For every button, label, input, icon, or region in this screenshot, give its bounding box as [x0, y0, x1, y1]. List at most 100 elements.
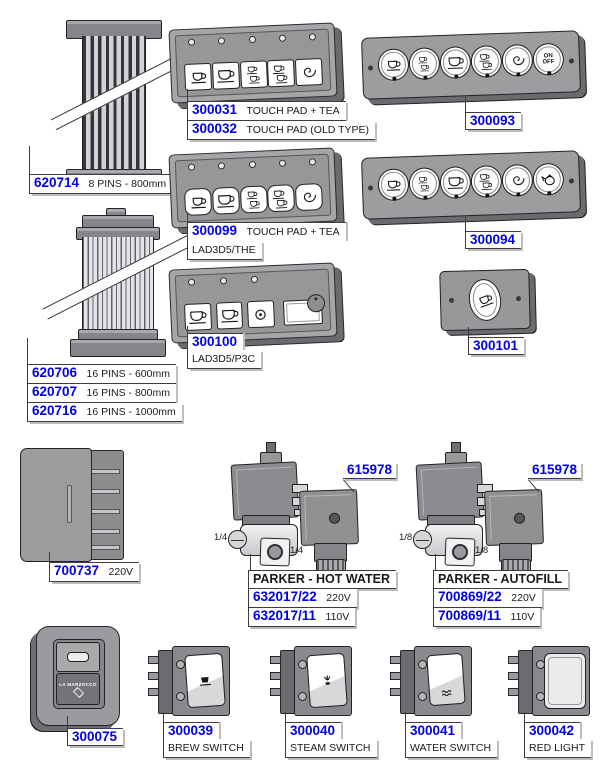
rocker-top [56, 642, 100, 672]
one-cup-button [465, 276, 505, 324]
led-dot [278, 159, 286, 167]
part-link-615978[interactable]: 615978 [528, 462, 582, 479]
part-desc-620706: 16 PINS - 600mm [86, 368, 170, 380]
part-link-632017-22[interactable]: 632017/22 [253, 589, 317, 604]
led-dot [187, 38, 196, 46]
switch-recess: LA MARZOCCO [53, 639, 105, 709]
led-dot [250, 275, 259, 284]
water-switch-drawing [390, 640, 472, 718]
light-lens [544, 653, 586, 709]
two-cups-icon [239, 185, 268, 214]
two-large-cups-icon [267, 59, 296, 88]
one-large-cup-icon [183, 302, 212, 331]
part-link-300093[interactable]: 300093 [470, 113, 516, 128]
part-link-300041[interactable]: 300041 [410, 723, 456, 738]
part-desc-700869-22: 220V [511, 592, 536, 604]
label-300075: 300075 [67, 728, 124, 746]
part-link-700737[interactable]: 700737 [54, 563, 100, 578]
port-size-right: 1/8 [475, 545, 489, 556]
part-link-700869-22[interactable]: 700869/22 [438, 589, 502, 604]
connector-hole [513, 512, 526, 524]
part-link-620706[interactable]: 620706 [32, 365, 78, 380]
led-dot [484, 193, 489, 198]
rivet [418, 660, 427, 669]
one-large-cup-button [439, 46, 472, 80]
screw-hole [568, 178, 575, 184]
part-link-620716[interactable]: 620716 [32, 403, 78, 418]
part-link-300040[interactable]: 300040 [290, 723, 336, 738]
touchpad-faceplate [174, 153, 332, 223]
screw-hole [448, 297, 455, 303]
led-dot [422, 195, 427, 200]
screw-hole [515, 296, 522, 302]
part-desc-300039: BREW SWITCH [168, 742, 244, 754]
rocker [306, 652, 348, 709]
one-cup-button [377, 168, 410, 202]
din-connector-drawing [299, 489, 359, 546]
part-link-300100[interactable]: 300100 [192, 334, 238, 349]
inlet-port-screw [228, 530, 247, 549]
label-300094: 300094 [465, 231, 522, 249]
ribbon-cable-16pin-drawing [42, 208, 198, 360]
leader-line [465, 215, 467, 231]
led-dot [248, 160, 256, 169]
part-link-620714[interactable]: 620714 [34, 175, 80, 190]
led-dot [187, 278, 196, 286]
part-link-300032[interactable]: 300032 [192, 121, 238, 136]
single-button-plate-drawing [439, 268, 531, 332]
led-row [187, 275, 259, 286]
leader-line [250, 554, 252, 570]
key-row [183, 182, 324, 216]
switch-front [172, 646, 230, 716]
part-link-620707[interactable]: 620707 [32, 384, 78, 399]
outlet-port-block [444, 537, 476, 567]
rivet [418, 692, 427, 701]
label-300040: 300040 STEAM SWITCH [285, 722, 377, 758]
part-link-300099[interactable]: 300099 [192, 223, 238, 238]
led-dot [484, 73, 489, 78]
two-cups-icon [239, 60, 268, 89]
water-waves-icon [441, 690, 452, 697]
assembly-title: PARKER - AUTOFILL [438, 572, 563, 586]
portafilter-icon [199, 676, 211, 686]
port-hole [451, 543, 469, 561]
part-link-700869-11[interactable]: 700869/11 [438, 608, 502, 623]
leader-line [29, 146, 31, 175]
led-dot [308, 158, 317, 166]
part-desc-620707: 16 PINS - 800mm [86, 387, 170, 399]
brew-switch-drawing [148, 640, 230, 718]
button-panel-drawing-300094 [360, 150, 582, 220]
leader-line [187, 89, 189, 101]
one-large-cup-icon [211, 186, 240, 215]
part-link-300101[interactable]: 300101 [473, 338, 519, 353]
part-desc-620714: 8 PINS - 800mm [88, 178, 167, 190]
two-large-cups-button [470, 44, 503, 78]
part-link-300031[interactable]: 300031 [192, 102, 238, 117]
part-link-300039[interactable]: 300039 [168, 723, 214, 738]
outlet-port-block [259, 537, 291, 567]
leader-line [187, 212, 189, 222]
steam-icon [323, 675, 330, 685]
connector-hole [328, 512, 341, 524]
one-cup-icon [183, 187, 213, 216]
part-link-615978[interactable]: 615978 [343, 462, 397, 479]
part-link-632017-11[interactable]: 632017/11 [253, 608, 317, 623]
label-300100: 300100 LAD3D5/P3C [187, 333, 262, 369]
part-link-300075[interactable]: 300075 [72, 729, 118, 744]
led-row [187, 33, 317, 46]
part-link-300094[interactable]: 300094 [470, 232, 516, 247]
button-row [377, 162, 565, 202]
part-desc-700869-11: 110V [510, 611, 535, 623]
assembly-title: PARKER - HOT WATER [253, 572, 391, 586]
rocker [426, 652, 466, 707]
key-row [183, 298, 323, 331]
led-dot [422, 75, 427, 80]
one-cup-button [377, 48, 410, 82]
led-dot [248, 35, 256, 44]
part-link-300042[interactable]: 300042 [529, 723, 575, 738]
two-cups-button [408, 47, 441, 81]
led-dot [278, 34, 286, 42]
main-switch-drawing: LA MARZOCCO [36, 626, 120, 726]
label-300041: 300041 WATER SWITCH [405, 722, 498, 758]
two-large-cups-button [470, 164, 503, 198]
